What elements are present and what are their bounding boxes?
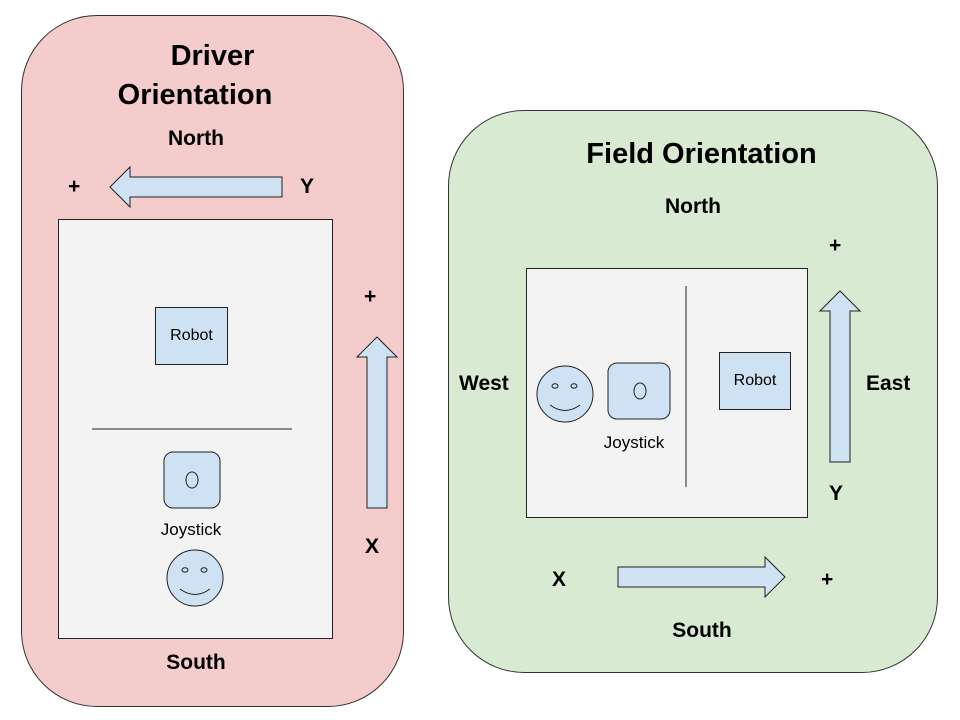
field-plus-x-label: +: [821, 568, 834, 591]
driver-north-label: North: [168, 127, 224, 150]
field-east-label: East: [866, 372, 911, 395]
driver-south-label: South: [166, 651, 226, 674]
field-title: Field Orientation: [586, 138, 817, 170]
field-y-arrow: [818, 290, 862, 463]
driver-plus-x-label: +: [364, 285, 377, 308]
driver-x-arrow: [355, 336, 399, 509]
driver-robot-label: Robot: [170, 327, 213, 344]
driver-title-line1: Driver: [170, 40, 255, 72]
field-robot-box: Robot: [719, 352, 791, 410]
driver-robot-box: Robot: [155, 307, 228, 365]
field-smiley-icon: [536, 365, 594, 423]
driver-joystick-icon: [163, 451, 221, 509]
driver-y-arrow: [109, 165, 283, 209]
field-north-label: North: [665, 195, 721, 218]
field-plus-y-label: +: [829, 234, 842, 257]
field-south-label: South: [672, 619, 732, 642]
driver-smiley-icon: [166, 549, 224, 607]
driver-title-line2: Orientation: [117, 79, 273, 111]
driver-x-axis-label: X: [365, 535, 380, 558]
field-joystick-icon: [607, 362, 671, 420]
field-west-label: West: [459, 372, 509, 395]
field-robot-label: Robot: [733, 372, 777, 389]
field-joystick-label: Joystick: [603, 433, 665, 452]
driver-joystick-label: Joystick: [160, 520, 222, 539]
driver-plus-y-label: +: [68, 175, 81, 198]
driver-y-axis-label: Y: [300, 175, 315, 198]
field-x-arrow: [617, 555, 786, 599]
field-y-axis-label: Y: [829, 482, 844, 505]
field-x-axis-label: X: [552, 568, 567, 591]
